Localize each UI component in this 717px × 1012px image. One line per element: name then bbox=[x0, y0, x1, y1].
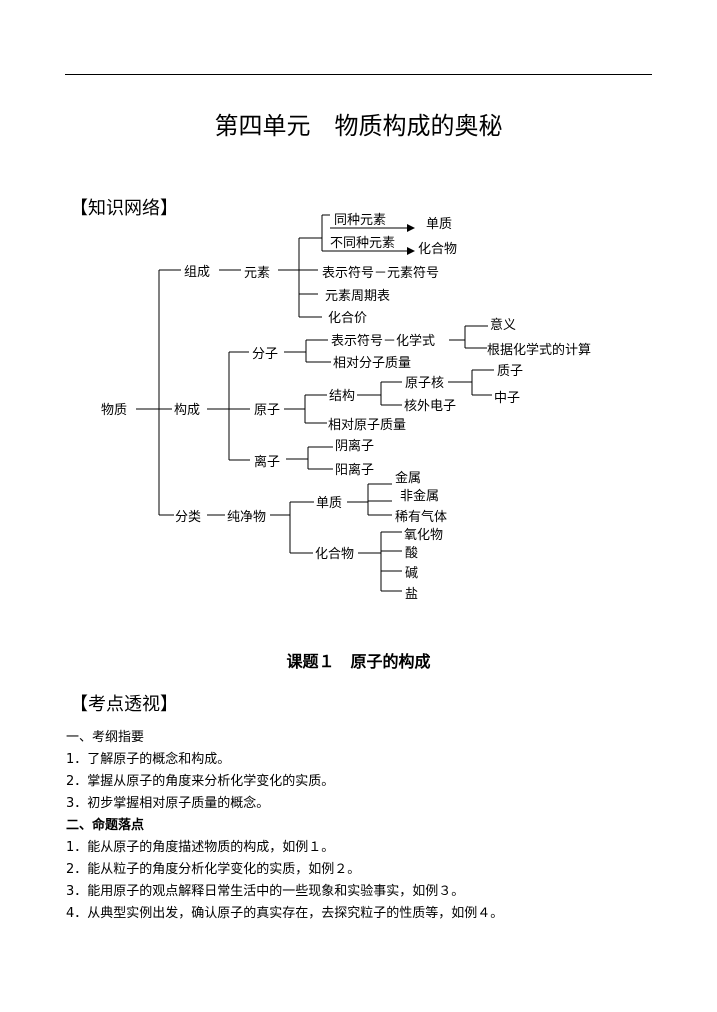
node-biaoshi-yuansu: 表示符号－元素符号 bbox=[322, 265, 439, 281]
outline-heading-2: 二、命题落点 bbox=[66, 818, 145, 833]
outline-heading-1: 一、考纲指要 bbox=[66, 730, 145, 745]
node-yiyi: 意义 bbox=[490, 317, 516, 333]
section-knowledge-network: 【知识网络】 bbox=[70, 198, 178, 219]
outline-item: 1．了解原子的概念和构成。 bbox=[66, 752, 231, 767]
node-yuanzihe: 原子核 bbox=[405, 376, 444, 391]
node-fenlei: 分类 bbox=[175, 510, 201, 525]
node-goucheng: 构成 bbox=[174, 403, 200, 418]
node-jian: 碱 bbox=[405, 566, 418, 581]
outline-item: 3．能用原子的观点解释日常生活中的一些现象和实验事实，如例３。 bbox=[66, 884, 465, 899]
node-butongzhong: 不同种元素 bbox=[330, 236, 395, 251]
node-feijinshu: 非金属 bbox=[400, 488, 439, 504]
node-jiegou: 结构 bbox=[329, 389, 355, 404]
node-root: 物质 bbox=[101, 403, 127, 418]
node-xiyou: 稀有气体 bbox=[395, 509, 447, 525]
node-zucheng: 组成 bbox=[184, 265, 210, 280]
node-chunjingwu: 纯净物 bbox=[227, 510, 266, 525]
node-tongzhong: 同种元素 bbox=[334, 213, 386, 228]
node-yan: 盐 bbox=[405, 587, 418, 602]
node-yanglizi: 阳离子 bbox=[335, 462, 374, 478]
node-jisuan: 根据化学式的计算 bbox=[487, 342, 591, 358]
outline-item: 2．能从粒子的角度分析化学变化的实质，如例２。 bbox=[66, 862, 361, 877]
node-yuanzi-zhiliang: 相对原子质量 bbox=[328, 418, 406, 433]
outline-item: 4．从典型实例出发，确认原子的真实存在，去探究粒子的性质等，如例４。 bbox=[66, 906, 504, 921]
node-fenzi-zhiliang: 相对分子质量 bbox=[333, 356, 411, 371]
node-lizi: 离子 bbox=[254, 454, 280, 470]
header-rule bbox=[65, 74, 652, 75]
node-zhouqibiao: 元素周期表 bbox=[325, 289, 390, 304]
knowledge-tree-diagram: 物质 组成 元素 同种元素 单质 不同种元素 化合物 表示符号－元素符号 元素周… bbox=[101, 213, 591, 602]
node-hewai: 核外电子 bbox=[404, 399, 456, 414]
outline-item: 2．掌握从原子的角度来分析化学变化的实质。 bbox=[66, 774, 335, 789]
node-huahewu-top: 化合物 bbox=[418, 242, 457, 257]
node-jinshu: 金属 bbox=[395, 470, 421, 486]
node-yuanzi: 原子 bbox=[254, 403, 280, 418]
node-suan: 酸 bbox=[405, 546, 418, 561]
node-yanghuawu: 氧化物 bbox=[404, 528, 443, 543]
section-exam-points: 【考点透视】 bbox=[70, 694, 178, 715]
outline-item: 3．初步掌握相对原子质量的概念。 bbox=[66, 796, 270, 811]
node-zhizi: 质子 bbox=[497, 364, 523, 379]
lesson-title: 课题１ 原子的构成 bbox=[286, 652, 431, 671]
node-huahewu: 化合物 bbox=[315, 547, 354, 562]
page-title: 第四单元 物质构成的奥秘 bbox=[214, 112, 503, 140]
node-zhongzi: 中子 bbox=[494, 391, 520, 406]
node-huahejia: 化合价 bbox=[328, 311, 367, 326]
node-yinlizi: 阴离子 bbox=[335, 438, 374, 454]
node-yuansu: 元素 bbox=[244, 266, 270, 281]
node-biaoshi-huaxueshi: 表示符号－化学式 bbox=[331, 333, 435, 349]
outline-item: 1．能从原子的角度描述物质的构成，如例１。 bbox=[66, 840, 335, 855]
node-danzhi-top: 单质 bbox=[426, 217, 452, 232]
node-danzhi: 单质 bbox=[316, 496, 342, 511]
exam-outline: 一、考纲指要 1．了解原子的概念和构成。 2．掌握从原子的角度来分析化学变化的实… bbox=[66, 727, 666, 925]
node-fenzi: 分子 bbox=[252, 347, 278, 362]
